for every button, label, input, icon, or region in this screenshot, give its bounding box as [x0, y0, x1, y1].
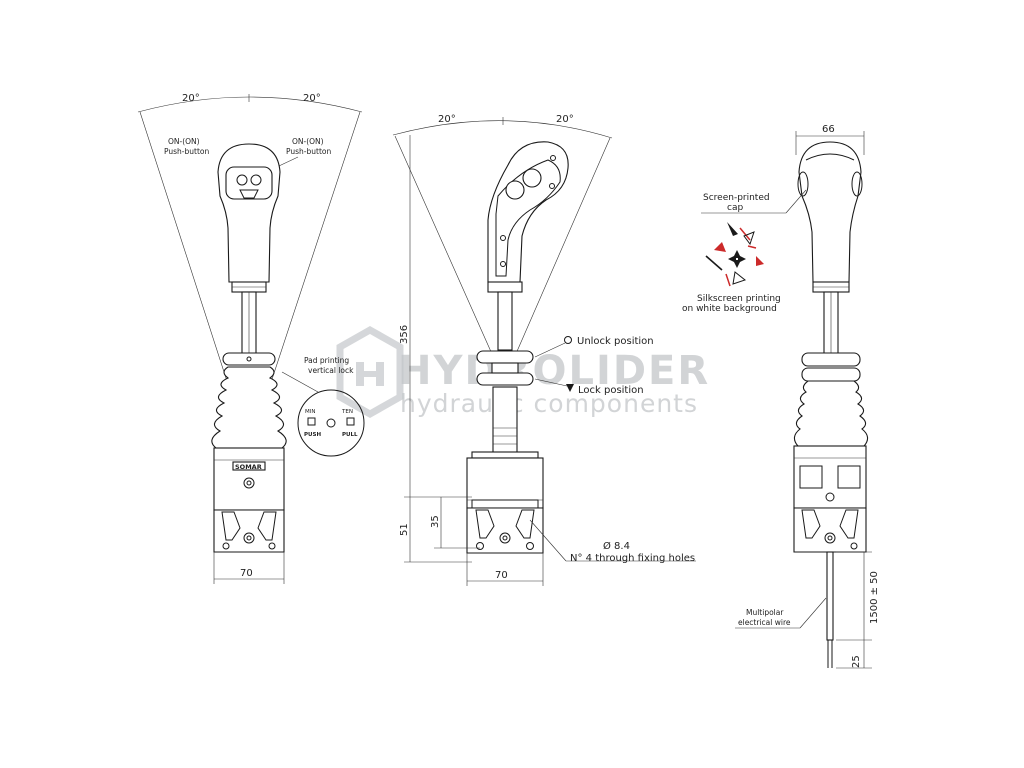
side-holes-note: N° 4 through fixing holes [570, 553, 695, 564]
back-silk-2: on white background [682, 304, 777, 314]
back-handle [797, 141, 863, 293]
side-height-total: 356 [399, 325, 410, 344]
watermark: HYDROLIDER hydraulic components [336, 325, 710, 419]
side-width: 70 [495, 570, 508, 581]
watermark-brand: HYDROLIDER [398, 348, 710, 394]
lock-push-top: MIN [305, 409, 315, 415]
side-view: 20° 20° Unlock position Lock position [392, 114, 696, 586]
back-view: 66 Screen-printed cap [682, 124, 880, 669]
vertical-lock-detail: MIN TEN PUSH PULL [297, 389, 365, 457]
back-wire-2: electrical wire [738, 618, 791, 627]
silkscreen-arrows-icon [705, 222, 764, 287]
back-wire-length: 1500 ± 50 [869, 571, 880, 624]
back-cap-1: Screen-printed [703, 193, 770, 203]
side-lock: Lock position [578, 385, 644, 396]
side-height-base: 51 [399, 523, 410, 536]
front-label-button-left-1: ON-(ON) [168, 137, 200, 146]
front-angle-right: 20° [303, 93, 321, 104]
front-bellows [211, 366, 287, 449]
side-handle [487, 141, 569, 293]
hex-logo-icon [336, 325, 404, 419]
back-bellows [793, 380, 869, 447]
lock-pull-top: TEN [341, 409, 353, 415]
front-label-button-left-2: Push-button [164, 147, 209, 156]
front-view: 20° 20° ON-(ON) Push-button ON-(ON) Push… [137, 93, 365, 584]
side-unlock: Unlock position [577, 336, 654, 347]
front-label-button-right-2: Push-button [286, 147, 331, 156]
lock-push: PUSH [304, 432, 321, 438]
side-height-holes: 35 [430, 515, 441, 528]
front-width: 70 [240, 568, 253, 579]
back-width-top: 66 [822, 124, 835, 135]
front-base: SOMAR [213, 447, 285, 553]
front-brand-plate: SOMAR [235, 463, 262, 471]
front-label-button-right-1: ON-(ON) [292, 137, 324, 146]
front-angle-left: 20° [182, 93, 200, 104]
back-cap-2: cap [727, 203, 743, 213]
side-base [466, 451, 544, 554]
front-label-pad-1: Pad printing [304, 356, 349, 365]
side-hole-diameter: Ø 8.4 [603, 540, 630, 552]
side-angle-left: 20° [438, 114, 456, 125]
back-wire-strip: 25 [851, 655, 862, 668]
lock-pull: PULL [342, 432, 358, 438]
back-wire-1: Multipolar [746, 608, 784, 617]
back-base [793, 445, 867, 553]
side-angle-right: 20° [556, 114, 574, 125]
front-label-pad-2: vertical lock [308, 366, 354, 375]
back-silk-1: Silkscreen printing [697, 294, 781, 304]
front-handle [217, 143, 281, 293]
watermark-tagline: hydraulic components [400, 389, 698, 418]
